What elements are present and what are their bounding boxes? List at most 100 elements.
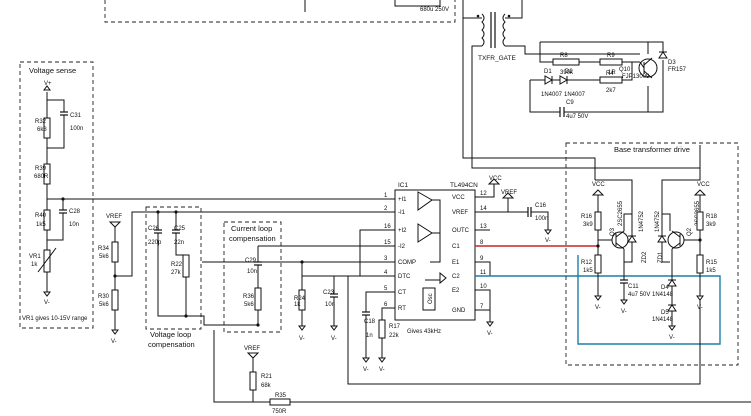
c16-value: 100n [535, 216, 548, 222]
vminus-label-3: V- [299, 336, 305, 342]
vcc-label-ic: VCC [489, 176, 502, 182]
q10-label: Q10 [619, 67, 631, 73]
r18-value: 3k9 [706, 222, 716, 228]
vref-label-ic: VREF [501, 190, 517, 196]
r34-value: 5k6 [99, 254, 109, 260]
r34-label: R34 [98, 246, 110, 252]
c25-value: 22n [174, 240, 184, 246]
vminus-label-gnd: V- [487, 331, 493, 337]
ic-pin-number: 16 [384, 224, 391, 230]
vminus-label-r15: V- [697, 305, 703, 311]
zd2-label: ZD2 [642, 251, 648, 263]
top-region: 680u 250V TXFR_GATE R8 390k R9 1R D1 1N4 [104, 0, 701, 180]
d1-label: D1 [544, 69, 552, 75]
voltage-loop-block [145, 206, 202, 330]
vminus-label-d5: V- [669, 335, 675, 341]
d4-value: 1N4148 [652, 292, 674, 298]
r9-label: R9 [607, 53, 615, 59]
vminus-label-c16: V- [545, 238, 551, 244]
base-drive-title: Base transformer drive [614, 145, 690, 154]
ic-pin-number: 15 [384, 240, 391, 246]
q10-transistor [638, 57, 658, 79]
c11-label: C11 [628, 284, 639, 290]
c26-value: 220p [148, 240, 162, 246]
c23-value: 10n [325, 302, 335, 308]
ic-pin-number: 13 [480, 224, 487, 230]
ic-pin-label: VREF [452, 210, 468, 216]
ic-pin-number: 3 [384, 256, 388, 262]
c18-value: 1n [366, 333, 373, 339]
r21-label: R21 [261, 374, 273, 380]
c11-value: 4u7 50V [628, 292, 650, 298]
q10-value: FJP13009 [622, 74, 650, 80]
vr1-note: VR1 gives 10-15V range [22, 316, 88, 322]
r39-value: 680R [34, 174, 49, 180]
ic-pin-number: 12 [480, 191, 487, 197]
ic-part: TL494CN [450, 182, 478, 189]
ic-pin-number: 6 [384, 302, 388, 308]
d4-label: D4 [661, 285, 669, 291]
ic-pin-label: C1 [452, 244, 460, 250]
txfr-label: TXFR_GATE [478, 55, 516, 62]
r15-label: R15 [706, 260, 718, 266]
r12-label: R12 [581, 260, 593, 266]
ic-pin-number: 2 [384, 206, 388, 212]
vminus-label-r17: V- [379, 367, 385, 373]
r32-label: R32 [35, 119, 47, 125]
ic-pin-label: +I1 [398, 197, 407, 203]
ic-pin-number: 10 [480, 284, 487, 290]
ic-pin-label: OUTC [452, 228, 470, 234]
vminus-label-4: V- [331, 336, 337, 342]
r40-value: 1k5 [36, 222, 46, 228]
c31-label: C31 [70, 113, 82, 119]
d3-value: FR157 [668, 67, 687, 73]
q2-transistor [667, 230, 685, 250]
ic-pin-label: GND [452, 308, 466, 314]
vplus-label: V+ [44, 81, 52, 87]
r22-value: 27k [171, 270, 182, 276]
base-drive-block [565, 142, 739, 366]
voltage-sense-title: Voltage sense [29, 66, 76, 75]
vminus-label-r12: V- [595, 305, 601, 311]
r36-value: 5k6 [244, 302, 254, 308]
r17-label: R17 [389, 324, 401, 330]
ic-pin-label: DTC [398, 274, 411, 280]
c26-label: C26 [148, 226, 160, 232]
voltage-loop-title-1: Voltage loop [150, 330, 191, 339]
ic-pin-number: 14 [480, 206, 487, 212]
r30-value: 5k6 [99, 302, 109, 308]
vr1-label: VR1 [29, 254, 41, 260]
c16-label: C16 [535, 203, 547, 209]
vref-label-r21: VREF [244, 346, 260, 352]
vminus-label-c11: V- [621, 309, 627, 315]
d5-value: 1N4148 [652, 317, 674, 323]
ic-pin-label: E1 [452, 260, 460, 266]
ic-pin-number: 7 [480, 304, 484, 310]
c9-value: 4u7 50V [566, 114, 588, 120]
c31-value: 100n [70, 126, 83, 132]
gate-transformer [476, 12, 511, 48]
ic1-tl494: IC1 TL494CN Osc 1+I12-I116+I215-I23COMP4… [384, 182, 487, 321]
vr1-pot [43, 249, 51, 273]
c28-value: 10n [69, 222, 79, 228]
d2-label: D2 [565, 69, 573, 75]
voltage-loop-title-2: compensation [148, 340, 195, 349]
c23-label: C23 [323, 290, 335, 296]
d5-label: D5 [661, 310, 669, 316]
q3-label: Q3 [610, 227, 616, 236]
ic-pin-number: 5 [384, 286, 388, 292]
c2-blue-wire [475, 255, 721, 345]
r17-value: 22k [389, 333, 400, 339]
voltage-sense-block [19, 61, 94, 329]
ic-pin-number: 9 [480, 256, 484, 262]
osc-note: Gives 43kHz [407, 329, 441, 335]
vminus-label: V- [44, 300, 50, 306]
ic-pin-label: +I2 [398, 228, 407, 234]
r39-label: R39 [35, 166, 47, 172]
r32-value: 6k8 [37, 127, 47, 133]
ic-pin-number: 1 [384, 193, 388, 199]
d1-value: 1N4007 [541, 92, 563, 98]
vr1-value: 1k [31, 262, 38, 268]
ic-pin-number: 8 [480, 240, 484, 246]
